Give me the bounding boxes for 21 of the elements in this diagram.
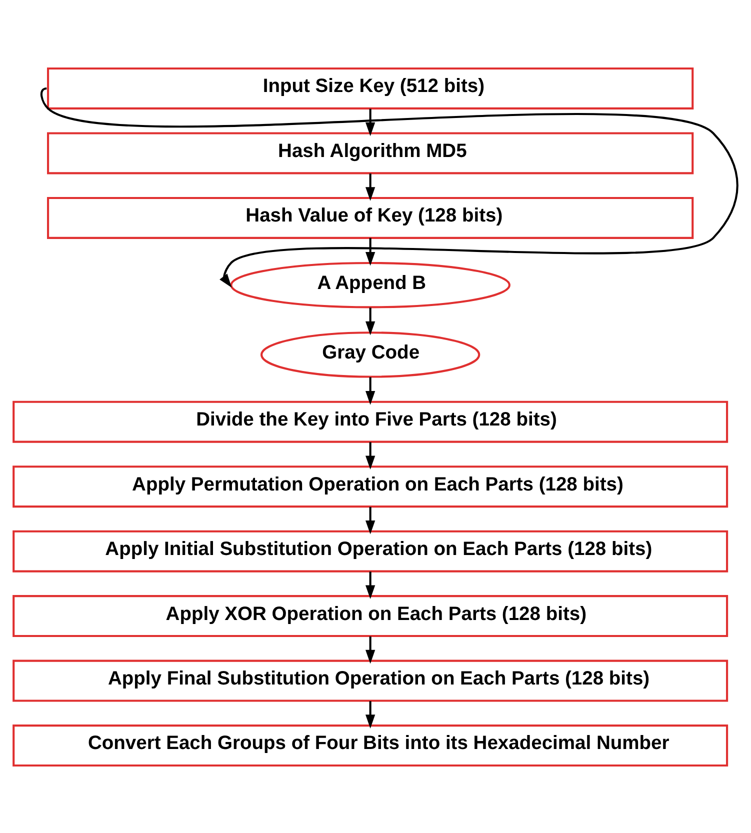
arrow xyxy=(365,307,376,335)
node-box: Apply Permutation Operation on Each Parts (128 bits) xyxy=(12,465,728,508)
node-ellipse: Gray Code xyxy=(260,331,480,378)
node-box: Convert Each Groups of Four Bits into its Hexadecimal Number xyxy=(12,724,728,766)
arrow xyxy=(365,237,376,266)
arrow xyxy=(365,506,376,534)
arrow xyxy=(365,173,376,200)
node-box: Input Size Key (512 bits) xyxy=(47,66,694,109)
node-box: Hash Value of Key (128 bits) xyxy=(47,196,694,238)
arrow xyxy=(365,376,376,404)
arrow xyxy=(365,700,376,728)
arrow xyxy=(365,571,376,598)
node-box: Apply XOR Operation on Each Parts (128 bits) xyxy=(12,594,728,637)
node-box: Hash Algorithm MD5 xyxy=(47,132,694,174)
node-ellipse: A Append B xyxy=(230,262,510,308)
arrow xyxy=(365,442,376,470)
node-box: Apply Final Substitution Operation on Each Parts (128 bits) xyxy=(12,659,728,702)
arrow xyxy=(365,636,376,664)
arrow xyxy=(365,108,376,136)
node-box: Divide the Key into Five Parts (128 bits) xyxy=(12,400,728,442)
node-box: Apply Initial Substitution Operation on Each Parts (128 bits) xyxy=(12,530,728,572)
